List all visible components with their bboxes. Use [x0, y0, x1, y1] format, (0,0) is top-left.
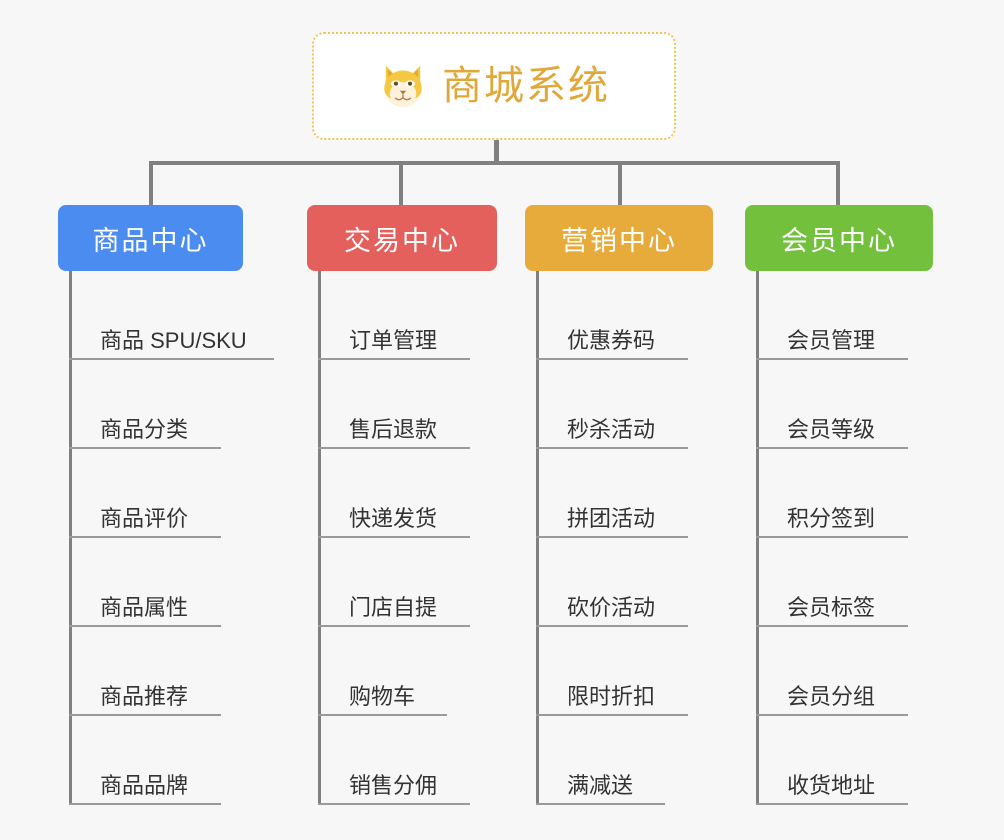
- connector-drop-3: [618, 161, 622, 207]
- leaf-item-underline: [536, 447, 688, 449]
- leaf-item-underline: [318, 358, 470, 360]
- category-label: 营销中心: [561, 225, 677, 256]
- leaf-item-underline: [536, 358, 688, 360]
- category-pill[interactable]: 交易中心: [307, 205, 497, 271]
- leaf-item-label: 商品推荐: [100, 684, 189, 709]
- leaf-item-label: 销售分佣: [349, 773, 438, 798]
- leaf-item-underline: [69, 536, 221, 538]
- root-node[interactable]: 商城系统: [312, 32, 676, 140]
- leaf-item-underline: [69, 358, 274, 360]
- connector-drop-1: [149, 161, 153, 207]
- connector-drop-4: [836, 161, 840, 207]
- leaf-item-label: 商品评价: [100, 506, 189, 531]
- leaf-item-label: 会员标签: [787, 595, 876, 620]
- leaf-item-underline: [756, 803, 908, 805]
- shiba-dog-icon: [378, 61, 428, 111]
- connector-horizontal-bus: [149, 161, 839, 165]
- category-trunk-line: [318, 271, 321, 805]
- leaf-item-underline: [536, 536, 688, 538]
- leaf-item-underline: [318, 803, 470, 805]
- leaf-item-underline: [69, 714, 221, 716]
- leaf-item-underline: [318, 714, 447, 716]
- connector-drop-2: [399, 161, 403, 207]
- category-label: 商品中心: [92, 225, 209, 256]
- leaf-item-underline: [756, 625, 908, 627]
- leaf-item-label: 收货地址: [787, 773, 876, 798]
- leaf-item-underline: [318, 625, 470, 627]
- category-label: 交易中心: [344, 225, 460, 256]
- leaf-item-label: 商品品牌: [100, 773, 189, 798]
- leaf-item-label: 商品分类: [100, 417, 189, 442]
- leaf-item-label: 售后退款: [349, 417, 438, 442]
- leaf-item-underline: [536, 803, 665, 805]
- leaf-item-underline: [318, 447, 470, 449]
- root-title: 商城系统: [442, 64, 610, 108]
- leaf-item-label: 秒杀活动: [567, 417, 656, 442]
- leaf-item-underline: [536, 625, 688, 627]
- leaf-item-label: 商品属性: [100, 595, 189, 620]
- category-trunk-line: [756, 271, 759, 805]
- leaf-item-underline: [756, 358, 908, 360]
- leaf-item-label: 优惠券码: [567, 328, 656, 353]
- leaf-item-label: 积分签到: [787, 506, 876, 531]
- leaf-item-underline: [756, 714, 908, 716]
- leaf-item-label: 会员管理: [787, 328, 876, 353]
- leaf-item-label: 会员分组: [787, 684, 876, 709]
- leaf-item-underline: [69, 447, 221, 449]
- leaf-item-label: 拼团活动: [567, 506, 656, 531]
- leaf-item-label: 购物车: [349, 684, 416, 709]
- connector-root-stem: [494, 140, 499, 163]
- category-pill[interactable]: 会员中心: [745, 205, 933, 271]
- leaf-item-underline: [69, 625, 221, 627]
- leaf-item-label: 门店自提: [349, 595, 438, 620]
- category-trunk-line: [69, 271, 72, 805]
- leaf-item-label: 商品 SPU/SKU: [100, 328, 247, 353]
- category-trunk-line: [536, 271, 539, 805]
- category-pill[interactable]: 商品中心: [58, 205, 243, 271]
- leaf-item-underline: [756, 447, 908, 449]
- leaf-item-underline: [756, 536, 908, 538]
- leaf-item-label: 满减送: [567, 773, 634, 798]
- leaf-item-underline: [69, 803, 221, 805]
- leaf-item-label: 快递发货: [349, 506, 438, 531]
- leaf-item-label: 限时折扣: [567, 684, 656, 709]
- leaf-item-label: 订单管理: [349, 328, 438, 353]
- leaf-item-label: 砍价活动: [567, 595, 656, 620]
- leaf-item-underline: [536, 714, 688, 716]
- category-pill[interactable]: 营销中心: [525, 205, 713, 271]
- leaf-item-label: 会员等级: [787, 417, 876, 442]
- category-label: 会员中心: [781, 225, 897, 256]
- leaf-item-underline: [318, 536, 470, 538]
